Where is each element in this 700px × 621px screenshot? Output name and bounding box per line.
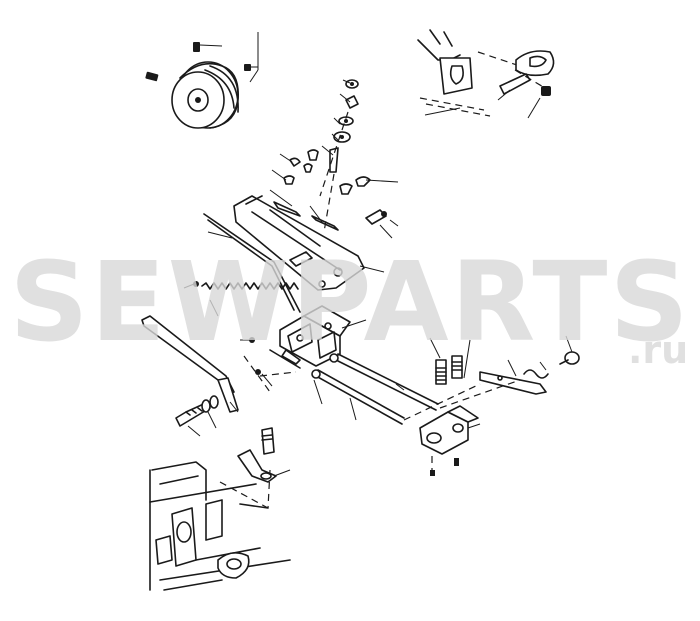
right-bracket — [419, 405, 481, 476]
small-lever — [479, 335, 580, 395]
shafts — [311, 353, 439, 425]
upper-detail-inset — [417, 29, 555, 119]
screw-stack — [271, 79, 399, 239]
machine-base-inset — [149, 461, 291, 591]
spring — [183, 281, 299, 317]
long-rod — [203, 213, 301, 313]
lever-arm — [141, 315, 273, 413]
pulley-assembly — [145, 32, 259, 129]
bolt-assembly — [175, 395, 219, 437]
center-block — [240, 305, 367, 369]
upright-screws — [429, 337, 471, 385]
clip-bracket — [237, 427, 291, 483]
slide-plate — [233, 189, 385, 291]
